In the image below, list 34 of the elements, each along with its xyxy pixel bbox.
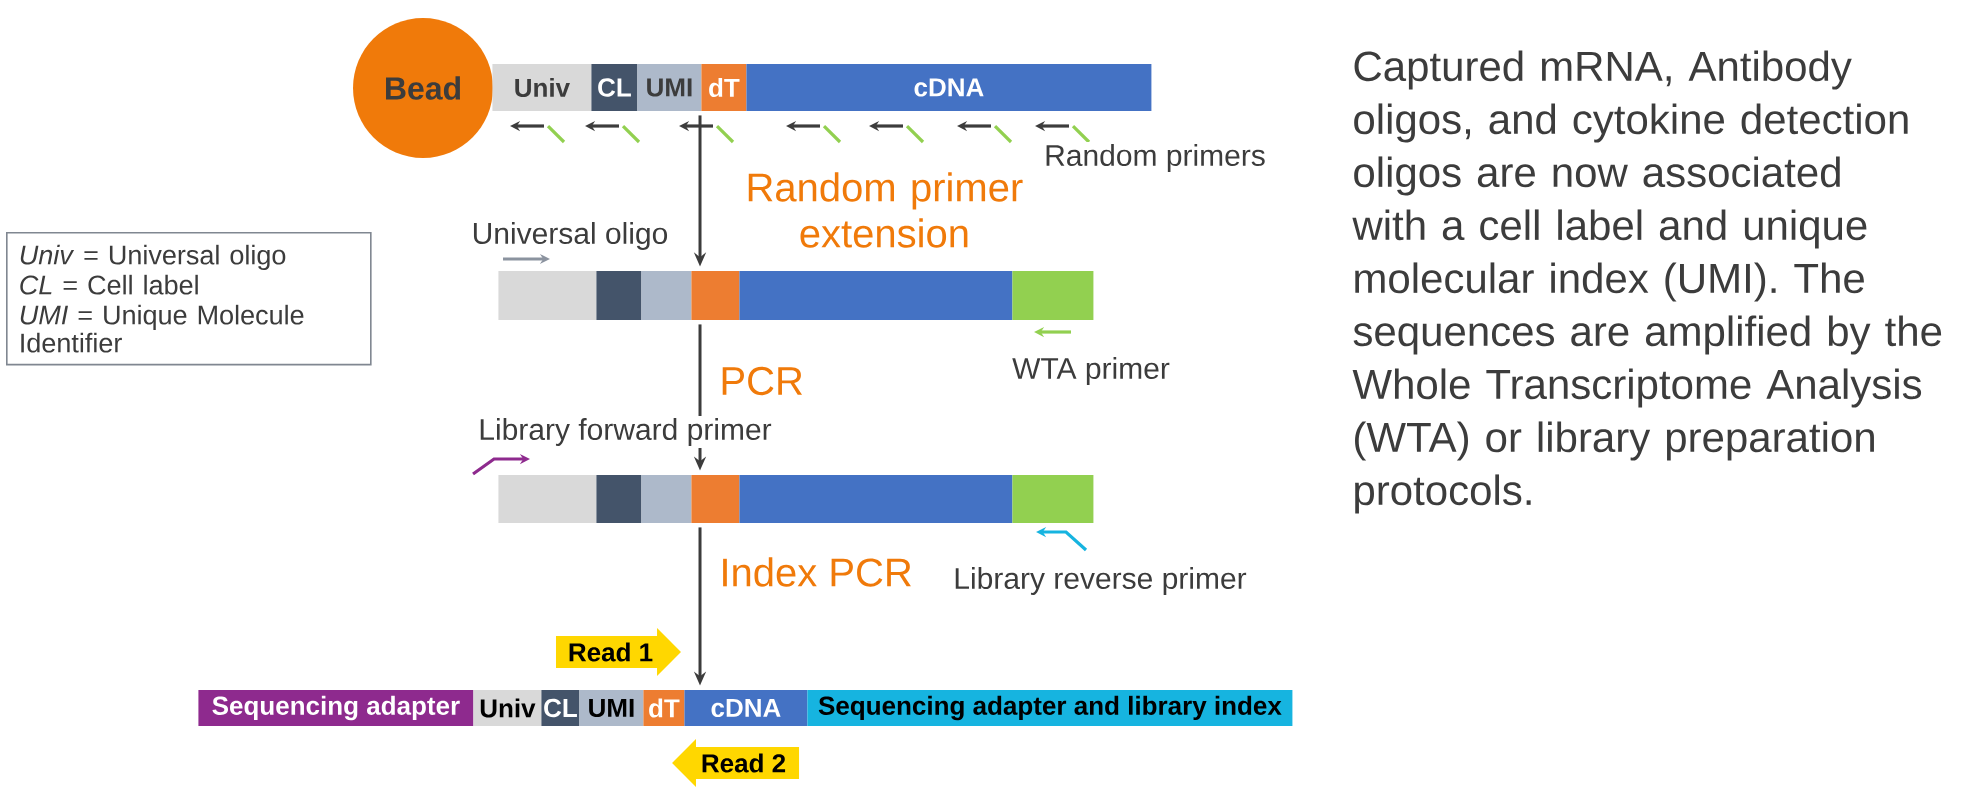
step-label: Index PCR [723, 557, 911, 587]
label: Universal oligo [469, 220, 671, 252]
label: Library forward primer [476, 416, 774, 448]
sequence-segment: UMI [637, 64, 702, 111]
sequence-segment: Sequencing adapter [198, 690, 474, 726]
sequence-segment: CL [591, 64, 638, 111]
sequence-segment [641, 475, 692, 523]
sequence-segment [498, 271, 597, 320]
label: WTA primer [1010, 355, 1172, 387]
label: Library reverse primer [951, 565, 1249, 597]
sequence-segment [596, 271, 642, 320]
sequence-segment: cDNA [746, 64, 1152, 111]
sequence-segment [596, 475, 642, 523]
sequence-segment [641, 271, 692, 320]
sequence-segment [739, 271, 1013, 320]
sequence-segment [1012, 271, 1094, 320]
sequence-segment [691, 271, 740, 320]
sequence-segment: dT [643, 690, 685, 726]
sequence-segment [691, 475, 740, 523]
description-text: Captured mRNA, Antibody oligos, and cytokine detection oligos are now associated with a cell label and unique molecular index (UMI). The sequences are amplified by the Whole Transcriptome Analysis (WTA) or library preparation protocols. [1352, 50, 1942, 514]
step-label: Random primer extension [748, 172, 1023, 248]
sequence-segment: cDNA [684, 690, 808, 726]
sequence-segment [739, 475, 1013, 523]
sequence-segment: Sequencing adapter and library index [807, 690, 1293, 726]
sequence-segment: dT [701, 64, 747, 111]
sequence-segment: Univ [492, 64, 592, 111]
legend-box: Univ = Universal oligo CL = Cell label UMI = Unique Molecule Identifier [6, 232, 372, 366]
sequence-segment: CL [541, 690, 580, 726]
sequence-segment: Univ [473, 690, 542, 726]
label: Random primers [1042, 142, 1268, 174]
sequence-segment [498, 475, 597, 523]
sequence-segment: UMI [579, 690, 644, 726]
step-label: PCR [722, 366, 802, 396]
sequence-segment [1012, 475, 1094, 523]
